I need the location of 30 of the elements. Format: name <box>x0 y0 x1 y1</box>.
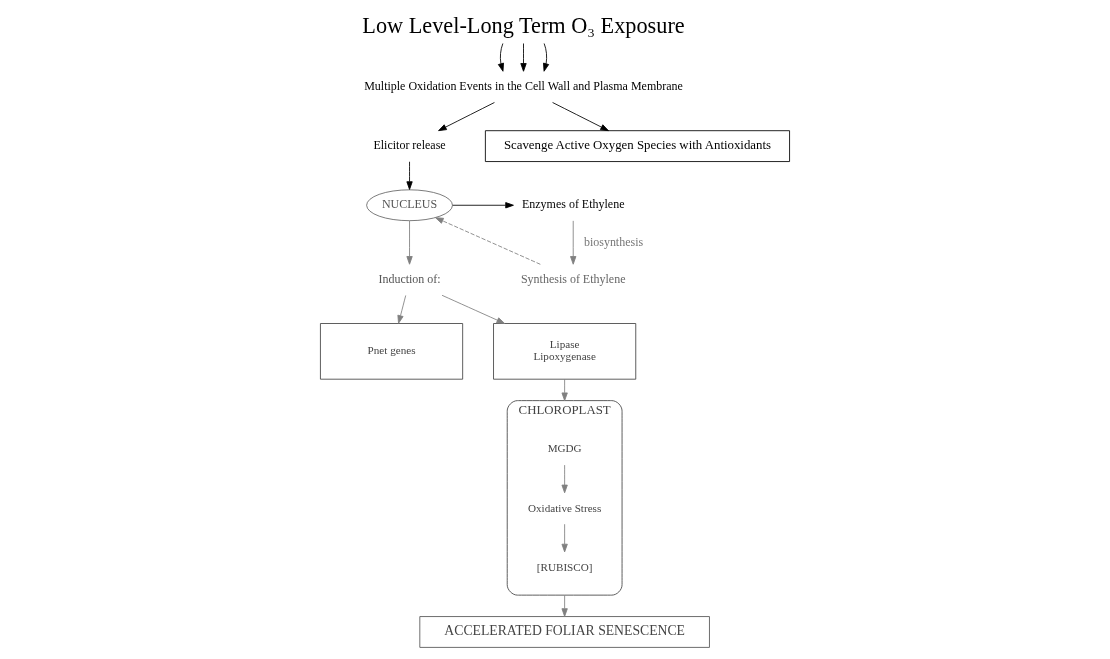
arrow <box>397 295 407 324</box>
arrow <box>543 43 550 72</box>
node-box: Lipase Lipoxygenase <box>493 323 637 380</box>
node-box: Pnet genes <box>320 323 464 380</box>
node-box: Scavenge Active Oxygen Species with Antioxidants <box>484 130 790 162</box>
node-text: Elicitor release <box>373 138 446 153</box>
node-text: [RUBISCO] <box>536 560 593 573</box>
node-text: Oxidative Stress <box>528 501 602 514</box>
arrow <box>452 202 514 209</box>
arrow <box>406 161 413 190</box>
arrow <box>552 102 609 132</box>
arrow <box>561 378 568 402</box>
node-text: Low Level-Long Term O₃ Exposure <box>362 12 685 38</box>
edge-label: biosynthesis <box>583 235 644 250</box>
arrow <box>561 523 568 553</box>
arrow <box>406 220 413 265</box>
node-box: ACCELERATED FOLIAR SENESCENCE <box>419 616 710 648</box>
arrow <box>561 464 568 494</box>
node-text: Induction of: <box>378 271 441 286</box>
arrow <box>520 43 527 72</box>
arrow <box>497 43 504 72</box>
arrow <box>441 294 506 324</box>
arrow <box>438 102 495 132</box>
node-text: Enzymes of Ethylene <box>521 197 625 212</box>
node-text: Synthesis of Ethylene <box>520 271 626 286</box>
arrow <box>435 217 541 265</box>
node-text: MGDG <box>547 442 582 455</box>
arrow <box>570 220 577 265</box>
node-text: Multiple Oxidation Events in the Cell Wall and Plasma Membrane <box>364 79 683 94</box>
arrow <box>561 594 568 617</box>
